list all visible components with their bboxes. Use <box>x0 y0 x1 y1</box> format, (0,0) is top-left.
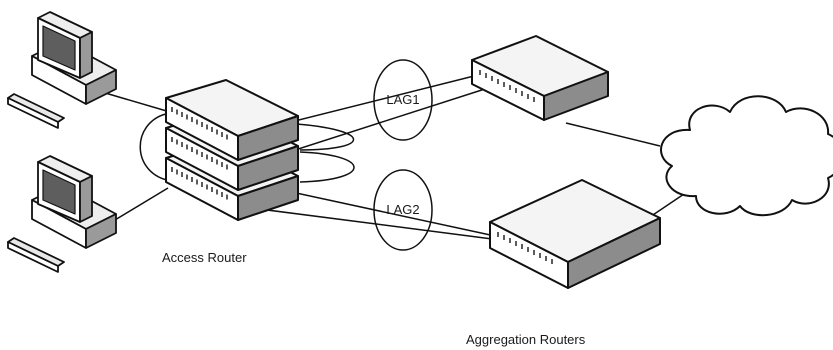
lag2-group: LAG2 <box>373 169 433 251</box>
stack-cable-right-upper <box>295 123 355 151</box>
lag1-group: LAG1 <box>373 59 433 141</box>
workstation-1-computer-icon <box>7 11 117 129</box>
link-lag2-b <box>235 205 501 241</box>
access-router-label: Access Router <box>162 250 247 265</box>
lag1-ellipse <box>373 59 433 141</box>
aggregation-routers-label: Aggregation Routers <box>466 332 586 347</box>
access-router-stack-icon <box>165 79 299 221</box>
lag1-label: LAG1 <box>386 92 419 107</box>
workstation-2-computer-icon <box>7 155 117 273</box>
aggregation-router-1-icon <box>471 35 609 121</box>
stack-cable-right-lower <box>299 151 355 183</box>
stack-cable-left <box>139 112 173 182</box>
lag2-label: LAG2 <box>386 202 419 217</box>
link-agg-router-1-to-cloud <box>565 122 661 147</box>
lag2-ellipse <box>373 169 433 251</box>
network-cloud-icon <box>660 95 833 217</box>
aggregation-router-2-icon <box>489 179 661 289</box>
